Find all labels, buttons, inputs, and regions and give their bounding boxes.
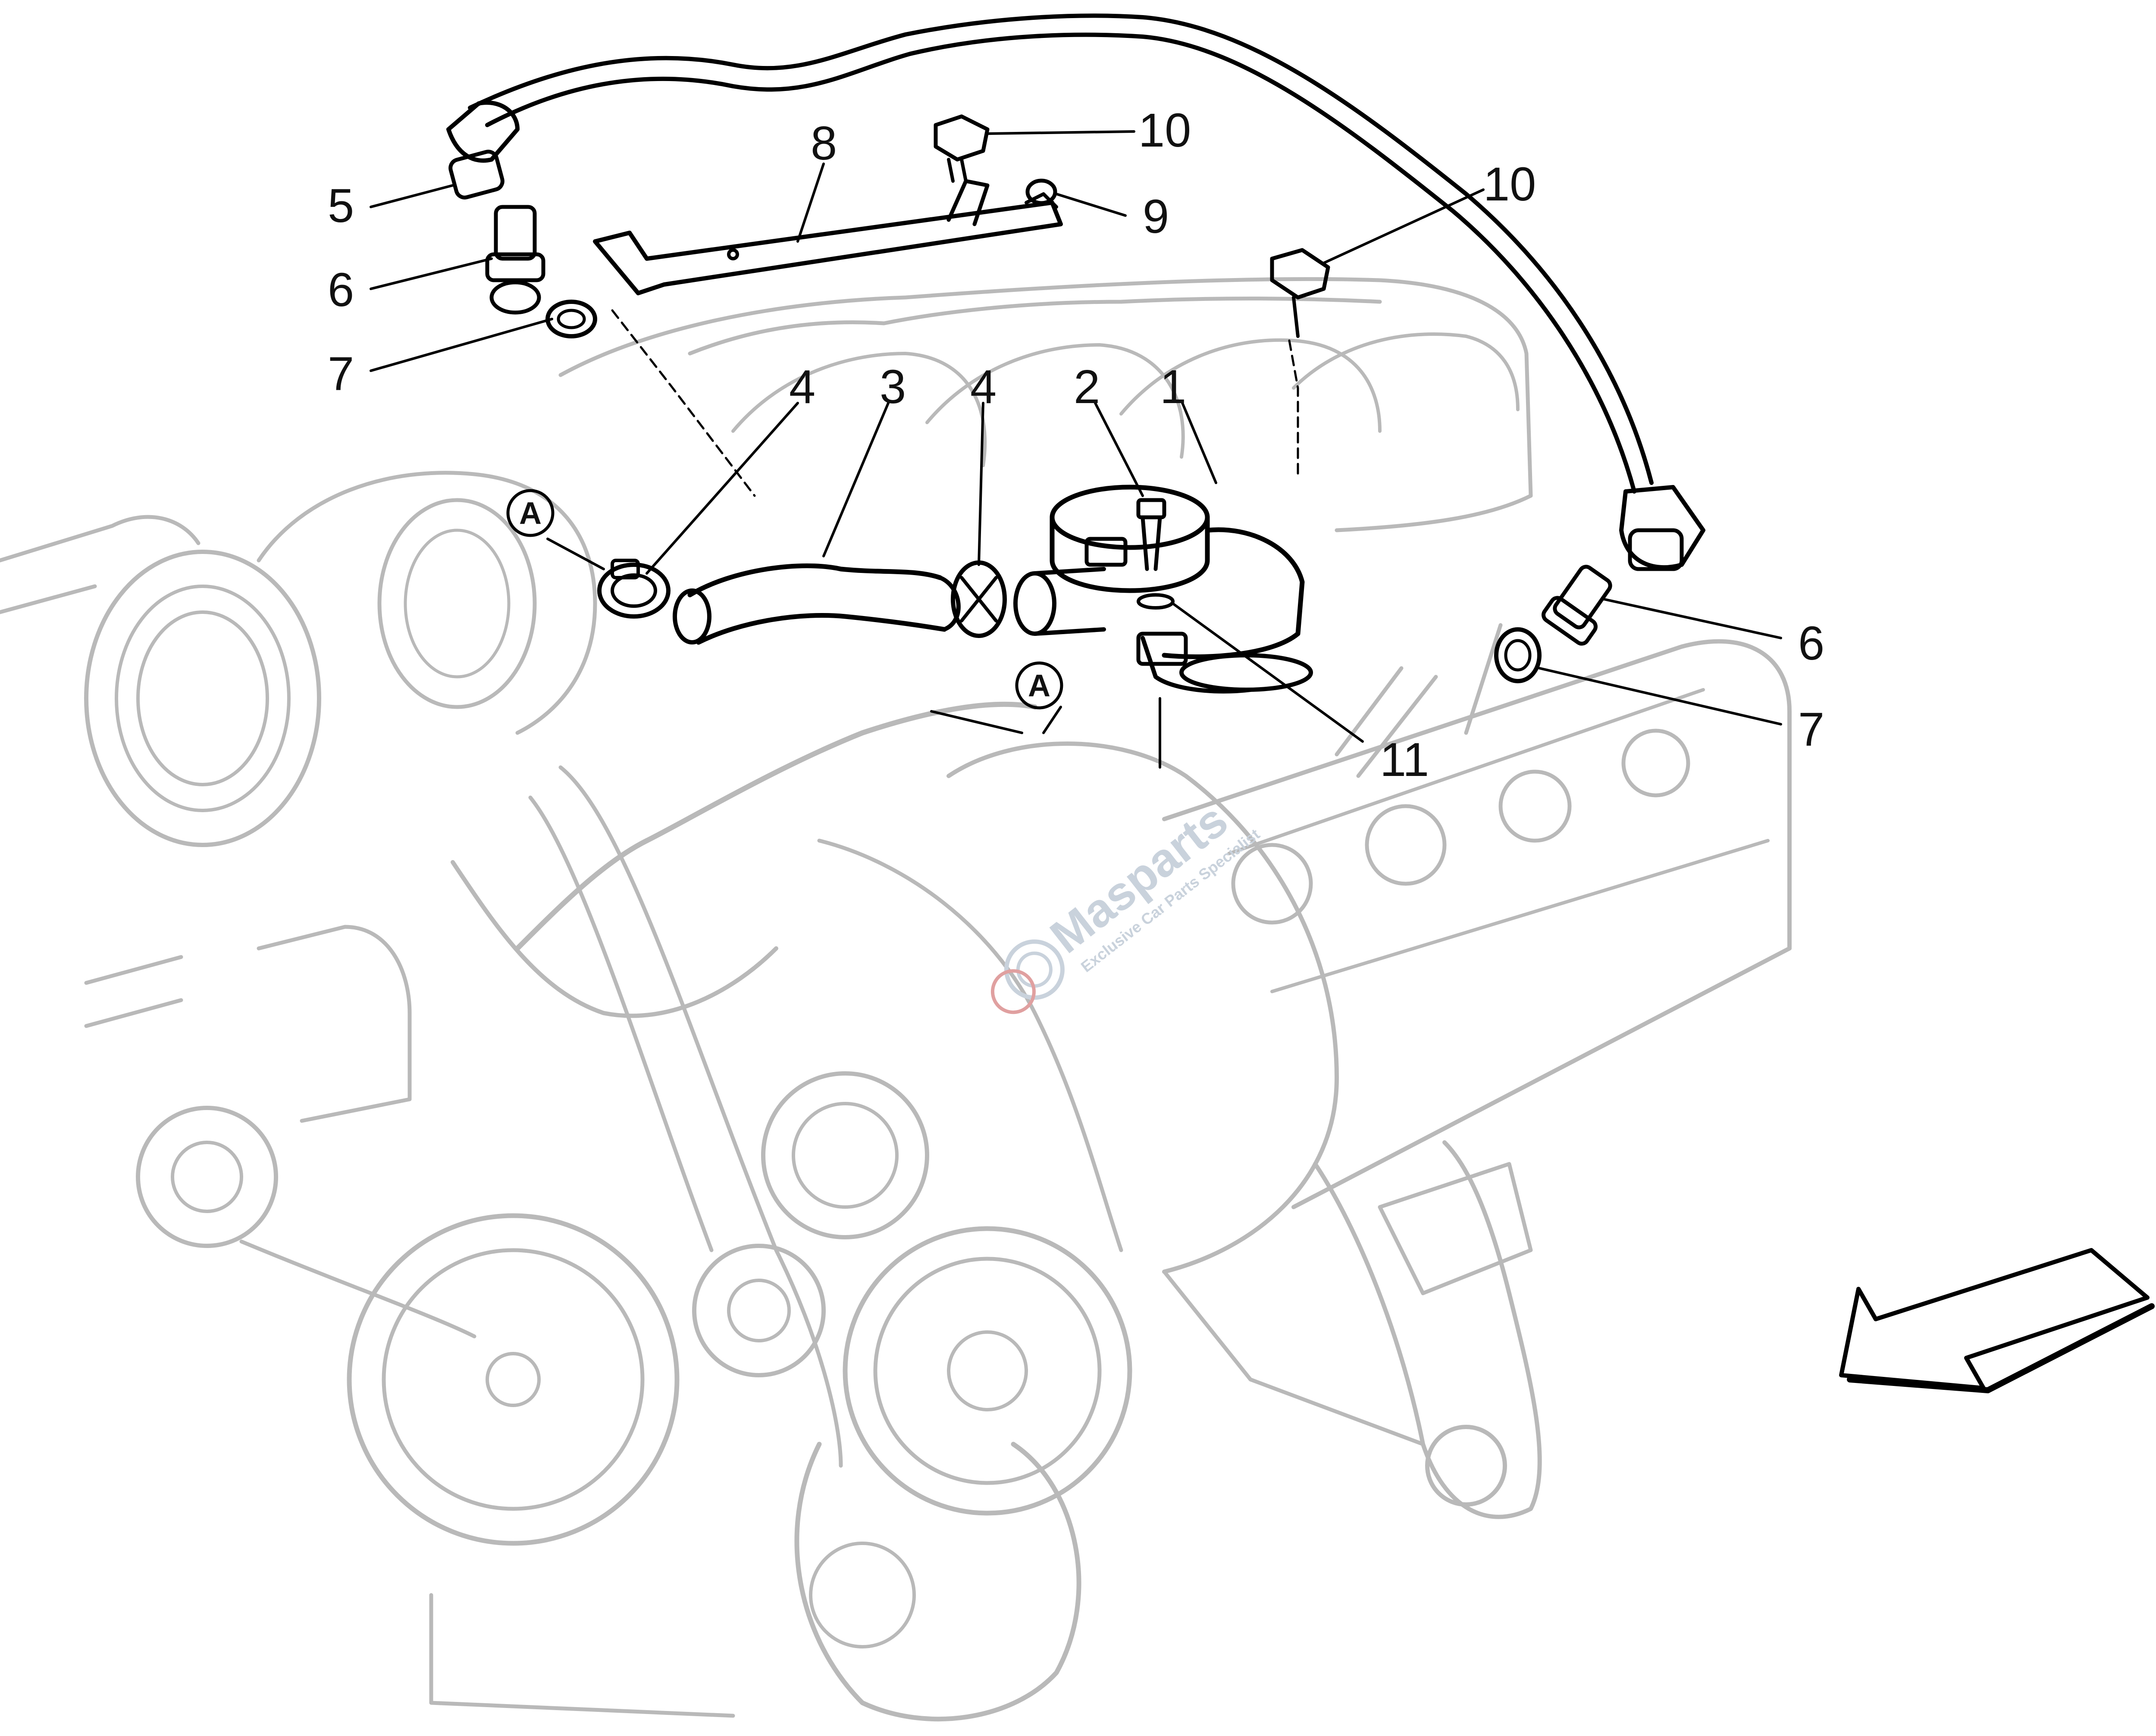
breather-hose: [446, 13, 1705, 571]
bracket-8: [593, 179, 1063, 295]
callout-6-right: 6: [1798, 617, 1824, 670]
callout-9: 9: [1143, 190, 1169, 243]
washer-11: [1137, 593, 1175, 610]
callout-2: 2: [1074, 360, 1100, 413]
masparts-logo-icon: [990, 939, 1065, 1014]
oil-separator-1: [1050, 485, 1313, 694]
reference-marker-a-2: A: [1015, 661, 1063, 710]
front-direction-arrow-icon: [1839, 1248, 2155, 1393]
callout-7-left: 7: [328, 347, 354, 400]
clip-10-right: [1270, 248, 1330, 338]
clamp-4-right: [951, 560, 1007, 638]
callout-5: 5: [328, 179, 354, 232]
nut-9: [1025, 178, 1057, 205]
screw-2: [1136, 498, 1166, 571]
right-fitting-6: [1542, 565, 1612, 646]
callout-10-right: 10: [1483, 158, 1536, 211]
hose-3: [673, 563, 961, 645]
spigot: [1013, 567, 1106, 636]
callout-4-left: 4: [789, 360, 815, 413]
left-seal-7: [545, 300, 597, 338]
callout-4-right: 4: [970, 360, 997, 413]
leader-lines: [370, 130, 1782, 769]
callout-6-left: 6: [328, 263, 354, 316]
callout-1: 1: [1160, 360, 1186, 413]
ref-a-label-2: A: [1028, 669, 1050, 703]
callout-10-top: 10: [1138, 104, 1191, 157]
clamp-4-left: [597, 559, 671, 619]
reference-marker-a-1: A: [506, 489, 555, 537]
clip-10-top: [934, 114, 990, 183]
callout-3: 3: [880, 360, 906, 413]
ref-a-label-1: A: [519, 496, 542, 531]
callout-11: 11: [1380, 733, 1429, 786]
callout-7-right: 7: [1798, 703, 1824, 756]
right-seal-7: [1494, 627, 1542, 683]
left-fitting-6: [485, 205, 545, 315]
callout-8: 8: [811, 117, 837, 170]
engine-block-drawing: [0, 277, 1792, 1722]
watermark: Masparts Exclusive Car Parts Specialist: [990, 793, 1263, 1014]
callout-labels: 1 2 3 4 4 5 6 6 7 7 8 9 10 10 11: [328, 104, 1824, 786]
